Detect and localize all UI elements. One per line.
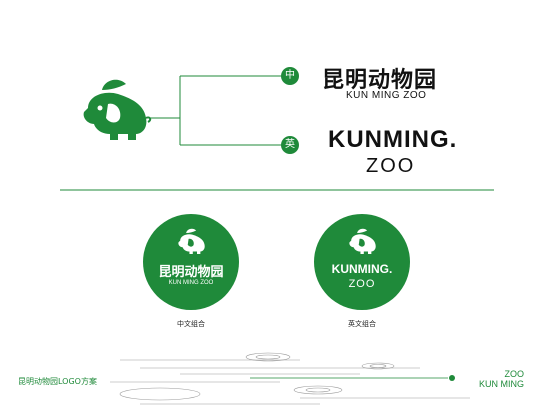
footer-brand: ZOO KUN MING [460, 369, 524, 389]
elephant-logo-icon [83, 79, 152, 140]
ripple-dot [449, 375, 455, 381]
footer-brand-zoo: ZOO [504, 369, 525, 379]
circle-english-zoo: ZOO [348, 278, 376, 290]
english-logo-title: KUNMING. [328, 126, 458, 153]
chinese-logo-subtitle: KUN MING ZOO [346, 90, 427, 101]
english-logo-zoo: ZOO [366, 155, 416, 177]
badge-chinese: 中 [285, 70, 295, 81]
elephant-logo-icon-small [349, 228, 376, 255]
caption-chinese-combo: 中文组合 [177, 320, 205, 328]
connector-lines [150, 75, 282, 146]
badge-english: 英 [285, 139, 295, 150]
badge-chinese-circle [281, 67, 299, 85]
caption-english-combo: 英文组合 [348, 320, 376, 328]
water-ripples [110, 352, 470, 405]
circle-chinese-subtitle: KUN MING ZOO [168, 280, 214, 286]
circle-chinese-title: 昆明动物园 [158, 265, 224, 280]
chinese-logo-title: 昆明动物园 [322, 68, 438, 93]
circle-english-badge [314, 214, 410, 310]
footer-title: 昆明动物园LOGO方案 [18, 377, 97, 386]
footer-brand-kunming: KUN MING [479, 379, 524, 389]
circle-english-title: KUNMING. [331, 262, 393, 276]
circle-chinese-badge [143, 214, 239, 310]
elephant-logo-icon-small [178, 228, 205, 255]
badge-english-circle [281, 136, 299, 154]
